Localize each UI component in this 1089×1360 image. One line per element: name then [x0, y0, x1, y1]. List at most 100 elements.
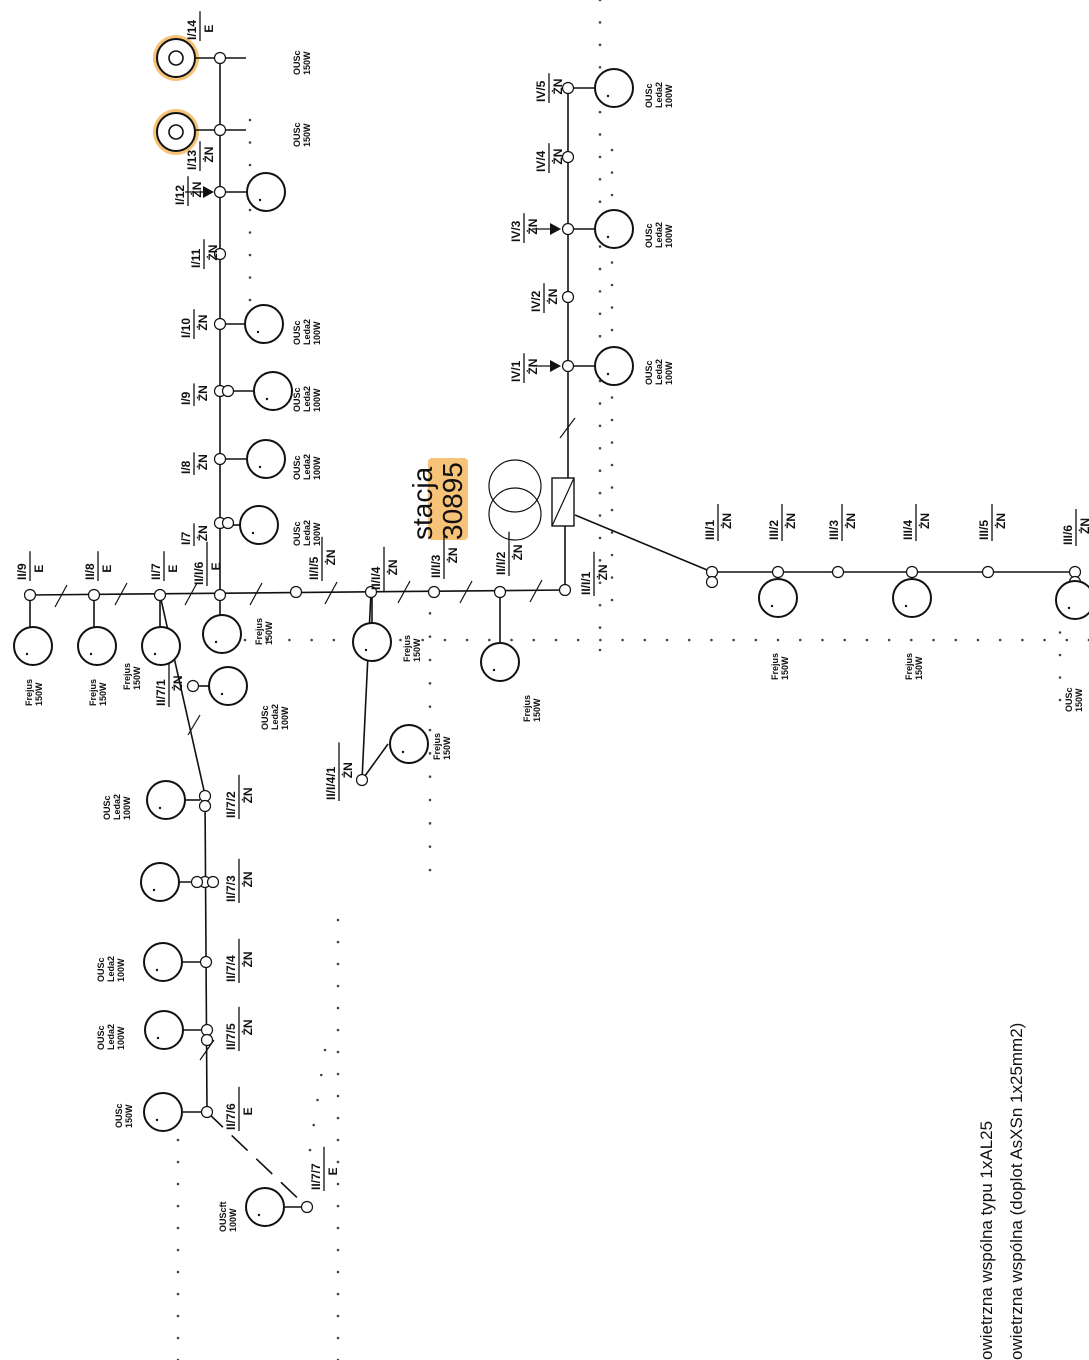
pole-node: [213, 51, 227, 65]
pole-number: II/7/4: [224, 955, 238, 982]
pole-number: II/I/4/1: [324, 766, 338, 800]
lamp-dot: [606, 372, 610, 376]
lamp-caption: OUSc: [114, 1103, 124, 1128]
station-number-highlight: [428, 458, 468, 540]
lamp-caption: 100W: [280, 706, 290, 730]
lamp-caption: OUSc: [292, 320, 302, 345]
pole-nodes: [23, 51, 1082, 1214]
lamp-caption: Leda2: [654, 222, 664, 248]
lamp-dot: [904, 604, 908, 608]
highlighted-lamp: [156, 38, 196, 78]
guide-dot: [248, 231, 252, 234]
lamp-circle: [141, 626, 181, 666]
guide-dot: [665, 638, 669, 642]
pole-number: I/10: [179, 318, 193, 338]
guide-dot: [336, 1050, 340, 1054]
pole-node: [186, 679, 200, 693]
lamp-caption: 150W: [264, 621, 274, 645]
pole-node: [213, 588, 227, 602]
pole-node: [561, 222, 575, 236]
pole-type: E: [166, 565, 180, 573]
pole-type: ŻN: [719, 513, 734, 529]
guide-dot: [428, 798, 432, 802]
guide-dot: [998, 638, 1002, 642]
guide-dot: [598, 312, 602, 316]
guide-dot: [610, 553, 614, 557]
lamp-caption: 150W: [412, 638, 422, 662]
guide-dot: [510, 638, 513, 642]
guide-dot: [610, 486, 614, 489]
guide-dot: [176, 1336, 180, 1340]
pole-type: ŻN: [195, 454, 210, 470]
lamp-dot: [258, 465, 262, 469]
lamp-caption: 100W: [312, 321, 322, 345]
guide-dot: [976, 638, 980, 642]
pole-node: [199, 955, 213, 969]
guide-dot: [176, 1314, 180, 1318]
guide-dot: [598, 648, 602, 652]
pole-type: ŻN: [595, 564, 610, 580]
guide-dot: [248, 118, 252, 122]
pole-node: [561, 359, 575, 373]
highlighted-lamp: [156, 112, 196, 152]
wire-ticks: [54, 417, 576, 1061]
lamp-circle: [244, 304, 284, 344]
lamp-caption: OUSc: [1064, 687, 1074, 712]
lamp-circle: [594, 68, 634, 108]
pole-node: [206, 875, 220, 889]
lamp-caption: 150W: [132, 666, 142, 690]
pole-node: [200, 1033, 214, 1047]
pole-node: [427, 585, 441, 599]
lamp-circle: [13, 626, 53, 666]
guide-dot: [598, 110, 602, 114]
lamp-caption: OUSc: [644, 360, 654, 385]
guide-dot: [265, 638, 269, 642]
lamp-caption: 150W: [914, 656, 924, 680]
lamp-caption: Leda2: [112, 794, 122, 820]
guide-dot: [176, 1226, 180, 1230]
pole-number: III/3: [827, 520, 841, 540]
guide-dot: [428, 775, 432, 778]
pole-number: I/11: [189, 248, 203, 268]
guide-dot: [336, 1248, 340, 1252]
lamp-caption: Leda2: [654, 359, 664, 385]
guide-dot: [598, 334, 602, 338]
lamp-dot: [25, 652, 29, 656]
pole-number: III/4: [901, 520, 915, 540]
pole-number: II/7/1: [154, 679, 168, 706]
lamp-dot: [258, 198, 262, 202]
guide-dot: [598, 245, 602, 248]
guide-dot: [598, 469, 602, 472]
pole-node: [200, 1023, 214, 1037]
lamp-circle: [202, 614, 242, 654]
guide-dot: [598, 536, 602, 540]
lamp-inner-ring: [168, 50, 184, 66]
pole-type: ŻN: [445, 547, 460, 563]
guide-dot: [598, 21, 602, 24]
guide-dot: [465, 638, 469, 642]
pole-number: III/2: [767, 520, 781, 540]
guide-dot: [598, 267, 602, 271]
pole-number: IV/3: [509, 220, 523, 242]
pole-node: [198, 789, 212, 803]
lamp-dot: [257, 1213, 261, 1217]
guide-dot: [610, 576, 614, 579]
lamp-caption: Frejus: [402, 635, 412, 662]
guide-dot: [610, 328, 614, 332]
guide-dot: [488, 638, 491, 642]
guide-dot: [428, 868, 432, 872]
guide-dot: [610, 171, 614, 174]
guide-dot: [248, 298, 252, 302]
